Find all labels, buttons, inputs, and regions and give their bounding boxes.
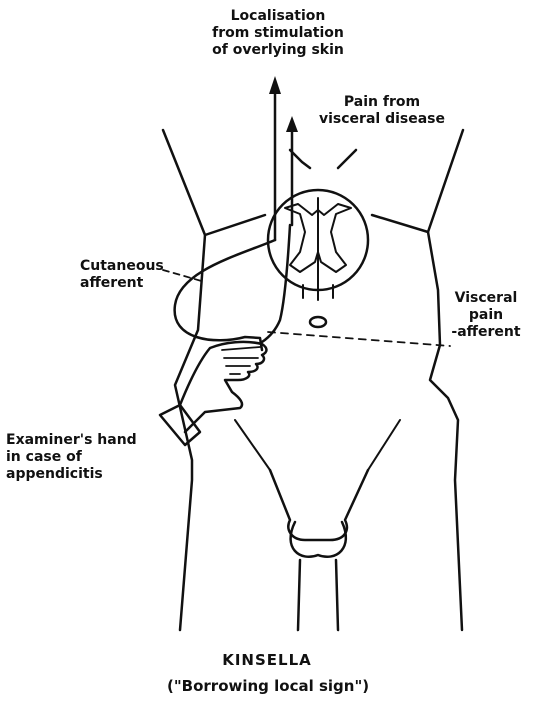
localisation-line-2: from stimulation [198,25,358,42]
visceral-line-1: Visceral [446,290,526,307]
caption-label: ("Borrowing local sign") [167,678,367,695]
cutaneous-afferent-path [175,240,275,350]
visceral-leader [268,332,450,346]
pubic-outline [270,470,368,540]
pain-visceral-line-2: visceral disease [302,111,462,128]
thigh-right [336,560,338,630]
chest-right [372,215,428,232]
cutaneous-line-1: Cutaneous [80,258,164,275]
thigh-left [298,560,300,630]
inguinal-right [368,420,400,470]
cutaneous-afferent-label: Cutaneous afferent [80,258,164,292]
pain-visceral-label: Pain from visceral disease [302,94,462,128]
visceral-line-2: pain [446,307,526,324]
credit-label: KINSELLA [207,652,327,669]
cutaneous-line-2: afferent [80,275,164,292]
examiner-line-3: appendicitis [6,466,137,483]
localisation-label: Localisation from stimulation of overlyi… [198,8,358,59]
visceral-afferent-label: Visceral pain -afferent [446,290,526,341]
examiner-line-2: in case of [6,449,137,466]
chest-left [205,215,265,235]
localisation-line-1: Localisation [198,8,358,25]
torso-left-contour [163,130,205,630]
inguinal-left [235,420,270,470]
visceral-line-3: -afferent [446,324,526,341]
umbilicus [310,317,326,327]
localisation-line-3: of overlying skin [198,42,358,59]
neck-right [338,150,356,168]
examiner-line-1: Examiner's hand [6,432,137,449]
examiner-hand [180,342,267,432]
visceral-pain-arrowhead [286,116,298,132]
localisation-arrowhead [269,76,281,94]
torso-right-contour [428,130,463,630]
pain-visceral-line-1: Pain from [302,94,462,111]
cutaneous-leader [163,270,205,282]
examiner-hand-label: Examiner's hand in case of appendicitis [6,432,137,483]
